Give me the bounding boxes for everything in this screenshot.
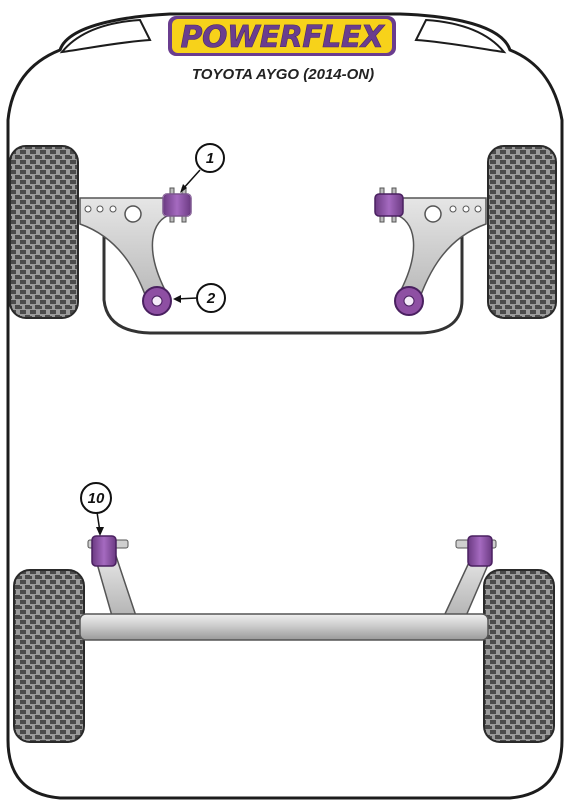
front-left-wishbone-rear-bush [142,286,172,316]
front-left-tyre [9,145,79,319]
callout-2: 2 [173,283,226,313]
rear-torsion-beam [79,555,492,641]
front-right-wishbone-rear-bush [394,286,424,316]
rear-left-tyre [13,569,85,743]
rear-right-beam-bush [455,535,497,567]
car-body-outline [6,12,564,800]
front-right-wishbone [393,197,487,310]
callout-10: 10 [80,482,112,536]
powerflex-logo: POWERFLEX [168,16,396,56]
vehicle-model-title: TOYOTA AYGO (2014-ON) [192,66,374,83]
brand-logo-text: POWERFLEX [181,20,386,55]
callout-2-label: 2 [206,290,216,307]
callout-1-label: 1 [206,150,214,167]
rear-right-tyre [483,569,555,743]
callout-1: 1 [180,143,225,193]
front-right-wishbone-front-bush [374,187,404,223]
rear-left-beam-bush [87,535,129,567]
front-right-tyre [487,145,557,319]
callout-10-label: 10 [88,490,105,507]
front-left-wishbone-front-bush [162,187,192,223]
